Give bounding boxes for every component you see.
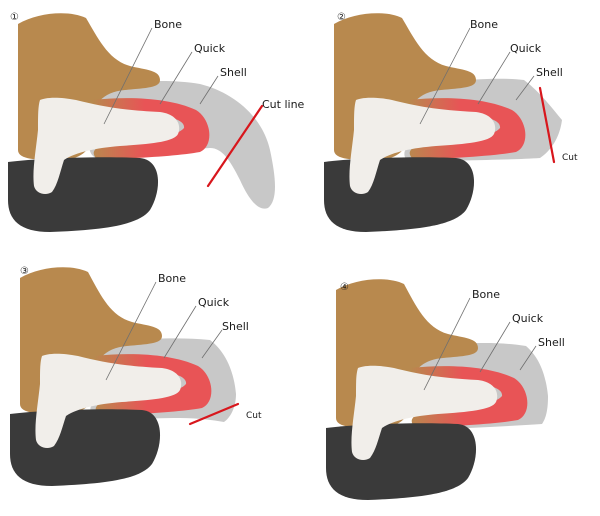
quick-leader [479, 321, 511, 373]
bone-leader [103, 27, 153, 125]
panel-number: ② [337, 12, 346, 23]
panel-number: ① [10, 12, 19, 23]
shell-label: Shell [222, 320, 249, 333]
pad-shape [10, 409, 161, 486]
pad-shape [8, 157, 159, 232]
bone-label: Bone [158, 272, 186, 285]
panel-4: ④ Bone Quick Shell [326, 279, 565, 500]
quick-label: Quick [194, 42, 226, 55]
shell-label: Shell [538, 336, 565, 349]
cut-label: Cut line [262, 98, 305, 111]
panel-2: ② Bone Quick Shell Cut [324, 12, 578, 232]
quick-label: Quick [512, 312, 544, 325]
pad-shape [324, 157, 475, 232]
quick-leader [477, 51, 511, 105]
bone-leader [423, 297, 471, 391]
bone-label: Bone [154, 18, 182, 31]
quick-leader [159, 51, 193, 105]
quick-label: Quick [510, 42, 542, 55]
bone-leader [419, 27, 471, 125]
bone-shape [33, 97, 180, 194]
bone-label: Bone [470, 18, 498, 31]
bone-label: Bone [472, 288, 500, 301]
cut-line-mark [538, 86, 556, 164]
bone-shape [35, 353, 182, 448]
bone-leader [105, 281, 157, 381]
panel-3: ③ Bone Quick Shell Cut [10, 266, 262, 486]
shell-label: Shell [220, 66, 247, 79]
bone-shape [351, 365, 498, 460]
cut-label: Cut [562, 153, 578, 163]
shell-leader [515, 75, 535, 101]
quick-leader [163, 305, 197, 359]
shell-leader [199, 75, 219, 105]
cut-label: Cut [246, 411, 262, 421]
quick-label: Quick [198, 296, 230, 309]
bone-shape [349, 97, 496, 194]
panel-number: ④ [340, 282, 349, 293]
shell-leader [519, 345, 537, 371]
cut-line-mark [188, 402, 240, 426]
panel-number: ③ [20, 266, 29, 277]
cut-line-mark [206, 104, 264, 188]
panel-1: ① Bone Quick Shell Cut line [8, 12, 305, 232]
shell-label: Shell [536, 66, 563, 79]
pad-shape [326, 423, 477, 500]
shell-leader [201, 329, 223, 359]
